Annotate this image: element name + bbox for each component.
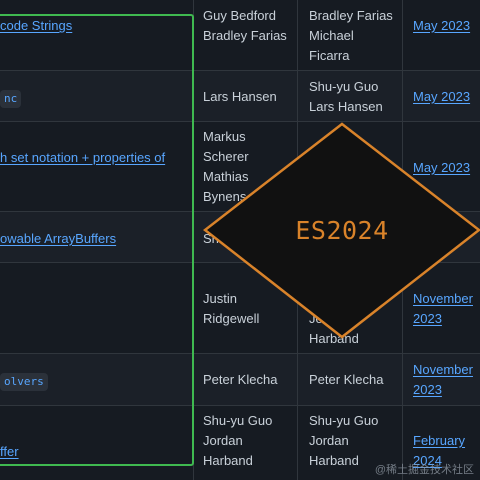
diamond-shape: [202, 122, 480, 339]
date-cell: May 2023: [413, 87, 480, 107]
authors-cell: Guy Bedford Bradley Farias: [203, 8, 287, 43]
date-cell: February 2024: [413, 431, 480, 471]
table-row: h set notation + properties of Markus Sc…: [0, 121, 480, 211]
table-row: olvers Peter Klecha Peter Klecha Novembe…: [0, 353, 480, 405]
champions-cell: Shu-yu Guo Lars Hansen: [309, 79, 383, 114]
authors-cell: Lars Hansen: [203, 89, 277, 104]
watermark: @稀土掘金技术社区: [374, 464, 474, 476]
table-row: ffer Shu-yu Guo Jordan Harband Shu-yu Gu…: [0, 405, 480, 480]
badge-label: ES2024: [295, 216, 389, 245]
meeting-notes-link[interactable]: February 2024: [413, 433, 466, 468]
authors-cell: Peter Klecha: [203, 372, 278, 387]
authors-cell: Markus Scherer Mathias Bynens: [203, 129, 249, 204]
date-cell: November 2023: [413, 360, 480, 400]
meeting-notes-link[interactable]: November 2023: [413, 362, 473, 397]
meeting-notes-link[interactable]: May 2023: [413, 160, 471, 175]
date-cell: May 2023: [413, 158, 480, 178]
table-row: code Strings Guy Bedford Bradley Farias …: [0, 0, 480, 70]
champions-cell: Peter Klecha: [309, 372, 384, 387]
date-cell: November 2023: [413, 289, 480, 329]
proposal-link[interactable]: code Strings: [0, 18, 73, 33]
champions-cell: Bradley Farias Michael Ficarra: [309, 8, 393, 63]
authors-cell: Shu-yu Guo Jordan Harband: [203, 413, 273, 468]
table-row: nc Lars Hansen Shu-yu Guo Lars Hansen Ma…: [0, 70, 480, 121]
authors-cell: Justin Ridgewell: [203, 291, 260, 326]
meeting-notes-link[interactable]: November 2023: [413, 291, 473, 326]
proposal-link[interactable]: owable ArrayBuffers: [0, 231, 117, 246]
es2024-badge: ES2024: [202, 122, 480, 339]
column-divider: [193, 0, 194, 480]
meeting-notes-link[interactable]: May 2023: [413, 89, 471, 104]
meeting-notes-link[interactable]: May 2023: [413, 18, 471, 33]
table-row: Justin Ridgewell Jo Harband November 202…: [0, 262, 480, 353]
proposal-link[interactable]: h set notation + properties of: [0, 150, 166, 165]
proposal-code: olvers: [0, 373, 48, 391]
proposal-link[interactable]: nc: [0, 90, 22, 108]
champions-cell: Shu-yu Guo Jordan Harband: [309, 413, 379, 468]
proposal-link[interactable]: ffer: [0, 444, 19, 459]
proposal-code: nc: [0, 90, 22, 108]
proposal-link[interactable]: olvers: [0, 373, 48, 391]
date-cell: May 2023: [413, 16, 480, 36]
